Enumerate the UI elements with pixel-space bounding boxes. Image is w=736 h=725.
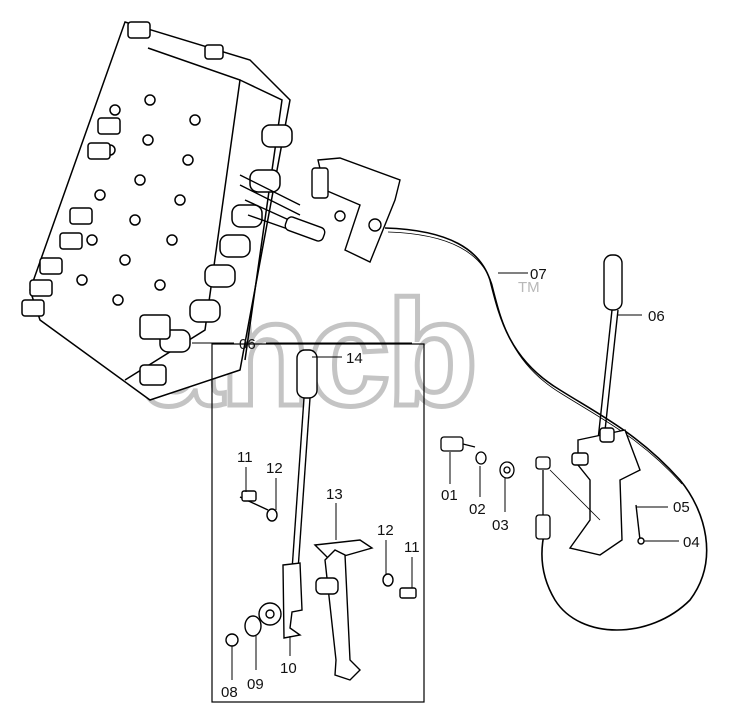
valve-port-holes — [76, 94, 201, 331]
snap-ring-08 — [225, 633, 239, 647]
left-lever-assembly — [225, 349, 417, 681]
exploded-fasteners-right — [440, 436, 601, 540]
bolt-11-right — [399, 587, 417, 599]
nut-02 — [475, 451, 487, 465]
control-cable — [384, 227, 708, 631]
valve-fittings-left — [21, 21, 224, 317]
cable-end-fitting — [368, 218, 382, 232]
nut-12-right — [382, 573, 394, 587]
callout-13: 13 — [326, 486, 343, 503]
callout-14: 14 — [346, 350, 363, 367]
nut-12-left — [266, 508, 278, 522]
callout-05: 05 — [673, 499, 690, 516]
linkage-bracket — [239, 157, 401, 263]
callout-04: 04 — [683, 534, 700, 551]
pivot-tube — [315, 577, 339, 595]
valve-fitting-bottom — [139, 314, 171, 340]
bracket-13-plate — [324, 549, 361, 681]
callout-09: 09 — [247, 676, 264, 693]
valve-spool-caps — [159, 124, 293, 353]
callout-08: 08 — [221, 684, 238, 701]
callout-06-right: 06 — [648, 308, 665, 325]
control-valve-block — [21, 21, 293, 401]
cable-clevis — [535, 456, 551, 470]
right-lever-knob — [603, 254, 623, 311]
callout-03: 03 — [492, 517, 509, 534]
left-lever-knob-14 — [296, 349, 318, 399]
callout-12-right: 12 — [377, 522, 394, 539]
washer-09 — [244, 615, 262, 637]
callout-11-left: 11 — [237, 449, 253, 466]
callout-11-right: 11 — [404, 539, 420, 556]
leader-lines — [192, 272, 679, 680]
bolt-01 — [440, 436, 464, 452]
callout-02: 02 — [469, 501, 486, 518]
right-lever-assembly — [568, 254, 645, 556]
cotter-pin-04 — [637, 537, 645, 545]
trademark-symbol: TM — [518, 279, 540, 296]
right-lever-bracket — [568, 429, 641, 556]
lever-arm-10 — [282, 562, 303, 639]
left-assembly-frame — [211, 343, 425, 703]
callout-12-left: 12 — [266, 460, 283, 477]
callout-10: 10 — [280, 660, 297, 677]
callout-01: 01 — [441, 487, 458, 504]
callout-07: 07 — [530, 266, 547, 283]
callout-06-left: 06 — [239, 336, 256, 353]
bolt-11-left — [241, 490, 257, 502]
callout-labels: 01 02 03 04 05 06 06 07 08 09 10 11 11 1… — [221, 266, 700, 701]
cable-adjuster — [535, 514, 551, 540]
